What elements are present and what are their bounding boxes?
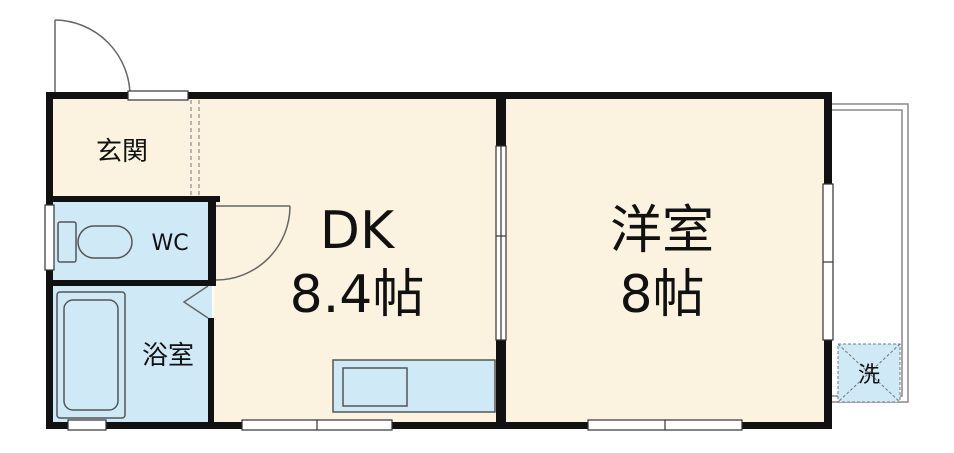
wc-label: WC [151,231,188,256]
western-room [506,98,828,424]
entrance-step [190,100,200,196]
washer-space [837,343,901,403]
toilet [57,221,133,263]
walls [46,92,832,429]
bath-door [182,285,209,319]
bathtub [56,291,126,419]
bath-room [52,286,212,424]
entrance-area [52,98,214,196]
dk-size: 8.4帖 [290,265,425,325]
windows [44,90,834,431]
kitchen-counter [332,359,496,413]
entrance-door [54,19,131,97]
washer-label: 洗 [858,363,880,388]
bath-label: 浴室 [142,341,194,371]
wc-door [215,205,291,281]
western-name: 洋室 [610,201,714,261]
western-size: 8帖 [619,265,704,325]
dk-name: DK [320,201,396,261]
sliding-door [495,145,507,341]
entrance-label: 玄関 [96,137,148,167]
